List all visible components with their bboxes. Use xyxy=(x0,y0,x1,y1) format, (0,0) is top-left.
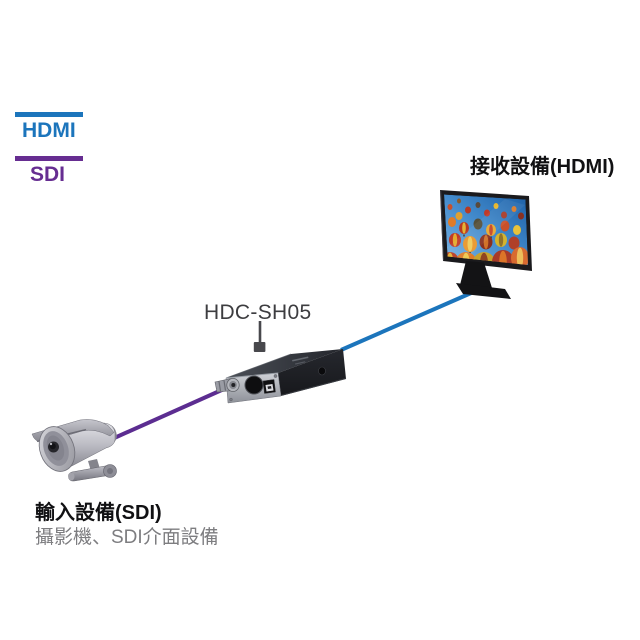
monitor-icon xyxy=(440,190,532,299)
receiver-device-label: 接收設備(HDMI) xyxy=(470,156,615,178)
sdi-cable-line xyxy=(111,387,225,441)
input-device-description: 攝影機、SDI介面設備 xyxy=(35,527,219,548)
camera-lens xyxy=(38,426,76,472)
camera-icon xyxy=(31,419,117,482)
front-screw xyxy=(273,374,278,378)
bnc-connector-icon xyxy=(214,378,240,393)
sdi-cable-swatch xyxy=(15,156,83,161)
hdmi-legend-label: HDMI xyxy=(22,119,76,142)
side-vent-hole xyxy=(318,366,326,376)
front-screw xyxy=(229,397,233,402)
hdmi-cable-line xyxy=(340,288,479,352)
input-device-label: 輸入設備(SDI) xyxy=(35,502,162,524)
cable-legend: HDMI SDI xyxy=(15,112,105,185)
hdmi-cable-swatch xyxy=(15,112,83,117)
sdi-legend-label: SDI xyxy=(30,163,66,186)
balloon-festival-image xyxy=(444,194,528,265)
monitor-stand xyxy=(456,261,511,299)
converter-side-face xyxy=(278,349,346,396)
converter-top-face xyxy=(226,349,343,378)
converter-model-label: HDC-SH05 xyxy=(204,301,312,324)
converter-device-icon xyxy=(214,321,347,404)
usb-port-icon xyxy=(262,379,276,394)
round-port-hole xyxy=(244,375,264,395)
pointer-pin-icon xyxy=(253,321,266,352)
camera-mount-bracket xyxy=(68,459,117,482)
